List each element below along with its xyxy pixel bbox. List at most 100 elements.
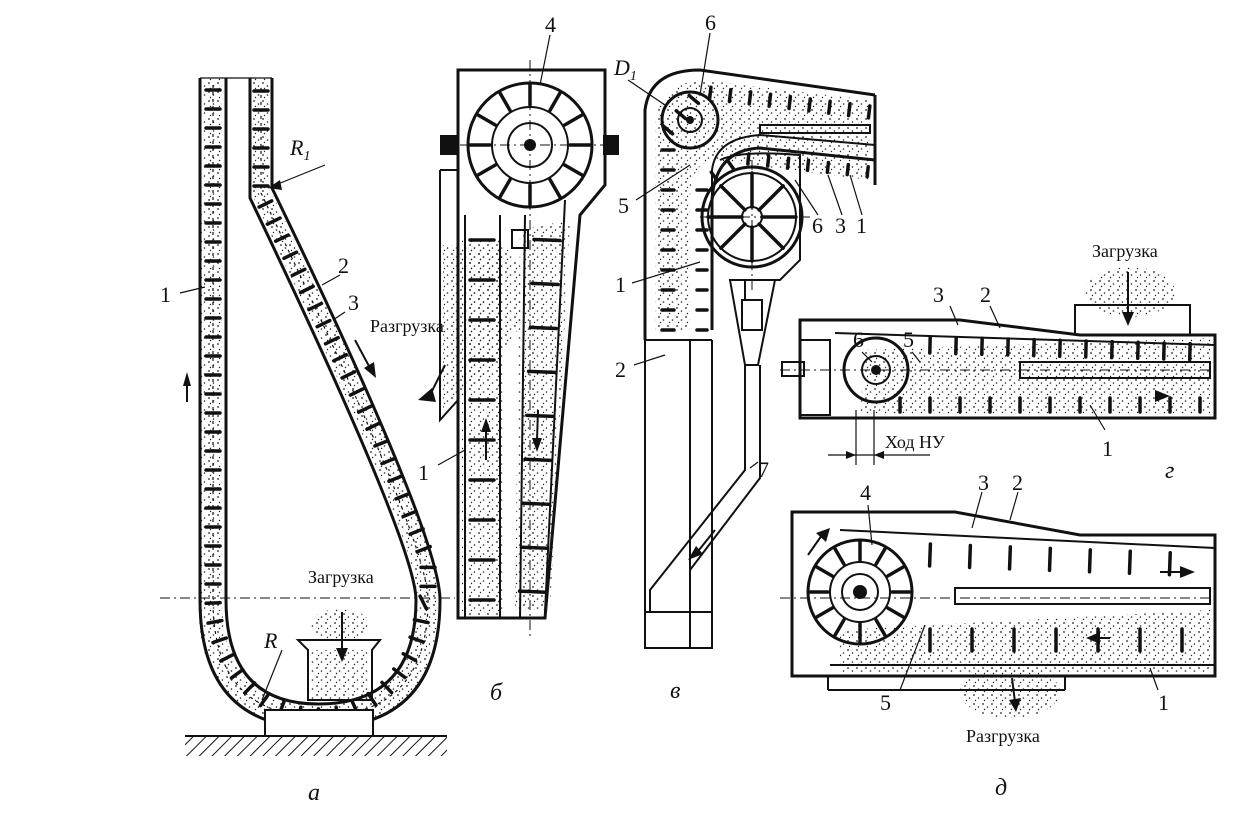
panel-v-label1-leader <box>631 261 701 284</box>
panel-a-loading-arrowhead <box>336 648 348 662</box>
panel-a-flight <box>340 370 357 380</box>
panel-a-flight <box>380 680 394 695</box>
panel-b-flight <box>526 369 557 375</box>
panel-g-stipple <box>860 338 1210 415</box>
panel-d-label-2: 2 <box>1012 470 1023 495</box>
panel-d-sprocket-tooth <box>814 606 835 619</box>
panel-a-flight <box>401 652 418 663</box>
panel-d-unload-arrow <box>1009 698 1021 712</box>
panel-v-flight <box>787 94 793 111</box>
panel-d-label1-leader <box>1149 667 1159 691</box>
panel-v-lower-casing <box>711 133 876 330</box>
panel-a-r1-arrowhead <box>268 180 282 190</box>
panel-v-flight <box>725 158 736 171</box>
panel-v-flight <box>765 154 771 168</box>
panel-d-sprocket-tooth <box>833 617 846 638</box>
panel-b-label-1: 1 <box>418 460 429 485</box>
panel-a-flight <box>394 491 411 501</box>
panel-a-flight <box>408 527 425 536</box>
panel-d-flight <box>927 542 933 568</box>
panel-b-flight <box>528 325 559 331</box>
panel-g-stroke-text: Ход НУ <box>885 432 945 452</box>
panel-v-flight <box>707 85 713 101</box>
panel-g-caption: г <box>1165 458 1174 484</box>
panel-a-flight <box>290 267 307 278</box>
panel-d-casing-inner <box>839 529 1216 549</box>
panel-g-label3-leader <box>949 305 959 326</box>
panel-a-flight <box>380 456 397 466</box>
panel-d-take-up <box>954 587 1211 605</box>
panel-v-flight <box>785 156 791 170</box>
panel-d-sprocket-ring <box>829 561 891 623</box>
panel-b-stipple-discharge <box>443 245 540 410</box>
panel-a-base <box>264 709 374 737</box>
panel-a-stipple <box>198 78 438 728</box>
panel-g-loading-arrowhead <box>1122 312 1134 326</box>
panel-v-upper-bar <box>759 124 871 134</box>
panel-v-drive-sprocket <box>660 90 720 150</box>
panel-a: 1 2 3 R1 R Загрузка а <box>160 77 455 806</box>
panel-v-flights <box>660 85 872 332</box>
panel-v-take-up <box>728 279 777 366</box>
panel-v-label-2: 2 <box>615 357 626 382</box>
panel-a-flight <box>348 387 365 397</box>
panel-b-sprocket-tooth <box>498 177 512 199</box>
panel-b-flange-left <box>440 135 458 155</box>
panel-d-label5-leader <box>899 624 926 691</box>
panel-b-rail-4 <box>544 199 566 613</box>
panel-d-sprocket-tooth <box>814 565 835 578</box>
panel-v-drive-axle <box>686 116 694 124</box>
panel-d-casing <box>790 510 1217 678</box>
panel-a-up-arrow <box>183 372 191 386</box>
panel-a-flight <box>211 636 228 645</box>
panel-b-sprocket-tooth <box>562 113 584 127</box>
panel-d-top-arrow <box>1180 566 1195 578</box>
panel-a-down-arrow <box>364 362 376 378</box>
panel-b-flight <box>519 545 550 551</box>
panel-v-casing-outer <box>643 68 876 340</box>
panel-b-rail-3 <box>519 214 526 619</box>
panel-a-hopper-fill <box>310 650 370 700</box>
panel-v-flight <box>727 87 733 104</box>
panel-v-label-5: 5 <box>618 193 629 218</box>
panel-g-stroke-arrow-left <box>846 451 856 459</box>
panel-b-tensioner <box>511 229 529 249</box>
panel-v-flight <box>807 97 813 113</box>
panel-a-flight <box>315 318 332 329</box>
panel-a-flight <box>229 667 245 680</box>
panel-a-label-r1: R1 <box>289 135 310 164</box>
panel-a-flight <box>323 335 340 346</box>
panel-b-label1-leader <box>437 449 466 466</box>
panel-b-sprocket-tooth <box>476 163 498 177</box>
panel-a-flight <box>298 284 315 295</box>
panel-g-label6-leader <box>861 351 873 363</box>
panel-v-label-6-right: 6 <box>812 213 823 238</box>
panel-a-label-2: 2 <box>338 253 349 278</box>
panel-b-discharge-arrowhead <box>418 388 436 402</box>
panel-d-sprocket-axle <box>853 585 867 599</box>
panel-b-left-chute <box>439 169 459 423</box>
panel-v-drive-hub <box>677 107 703 133</box>
panel-d-flight <box>967 543 973 570</box>
panel-v-flight <box>825 160 831 175</box>
panel-d-sprocket-tooth <box>874 546 887 567</box>
panel-b-caption: б <box>490 680 503 706</box>
panel-a-flight <box>258 692 271 708</box>
panel-v-wheel-spoke <box>757 184 785 212</box>
panel-v-flight <box>866 104 872 120</box>
panel-g-casing-inner <box>834 332 1216 346</box>
panel-b-housing <box>456 68 607 620</box>
panel-v-flight <box>661 124 675 136</box>
panel-v-flight <box>746 152 751 166</box>
panel-d-label-4: 4 <box>860 480 871 505</box>
panel-a-loading-cloud <box>310 609 370 641</box>
panel-a-label-1: 1 <box>160 282 171 307</box>
panel-g-label1-leader <box>1089 404 1106 431</box>
panel-a-down-arrow-shaft <box>354 339 371 369</box>
panel-a-caption: а <box>308 780 320 806</box>
panel-v-label5-leader <box>635 164 691 201</box>
panel-d-sprocket-tooth <box>885 565 906 578</box>
panel-v-label6-top-leader <box>699 32 711 96</box>
panel-a-flight <box>332 352 349 363</box>
panel-a-flight <box>356 404 374 414</box>
